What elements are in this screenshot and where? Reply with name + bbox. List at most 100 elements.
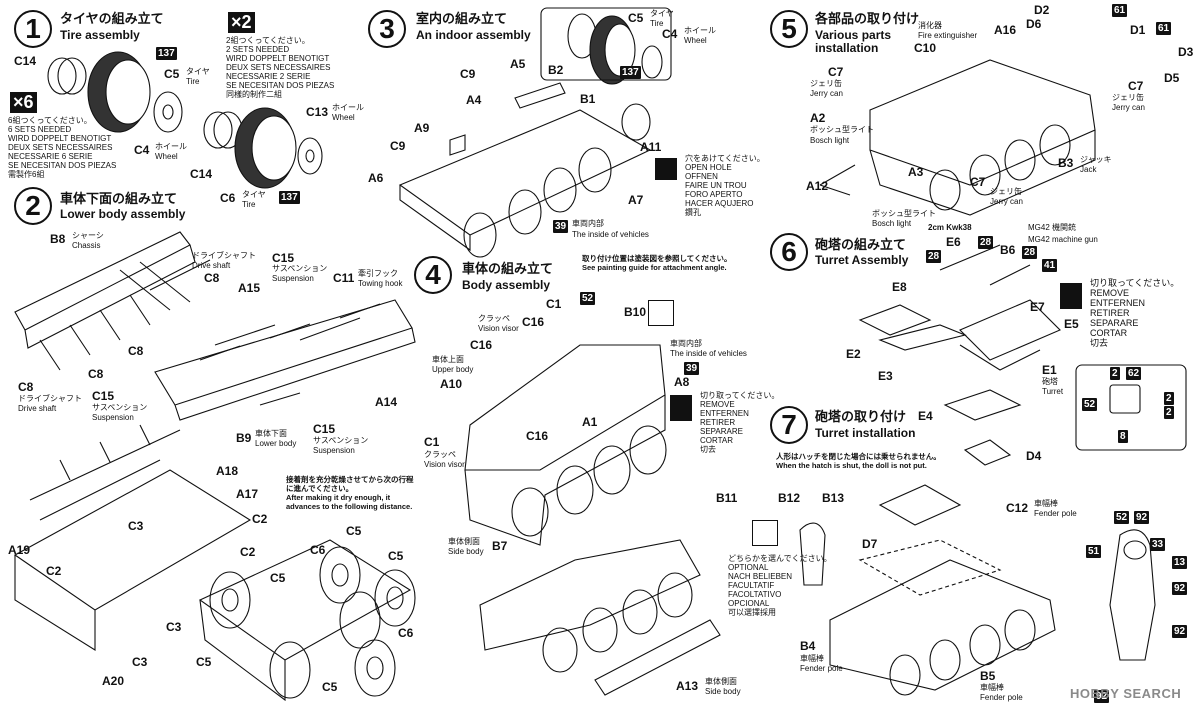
part-label-c3: C3	[132, 655, 148, 669]
part-label-c8: C8	[128, 344, 144, 358]
step-4-title-jp: 車体の組み立て	[462, 261, 554, 276]
part-desc-en: Fire extinguisher	[918, 31, 978, 40]
part-label-d1: D1	[1130, 23, 1146, 37]
paint-number-badge: 33	[1150, 538, 1166, 551]
paint-number-badge: 92	[1134, 511, 1150, 524]
part-label-c3: C3	[166, 620, 182, 634]
step-3-number: 3	[368, 10, 406, 48]
paint-number-badge: 52	[1114, 511, 1130, 524]
note-line: 取り付け位置は塗装図を参照してください。	[582, 254, 732, 263]
part-label-c6: C6	[220, 191, 236, 205]
step-6-digit: 6	[781, 236, 797, 267]
part-label-b6: B6	[1000, 243, 1016, 257]
step-3-title-en: An indoor assembly	[416, 28, 531, 42]
tire-assembly-drawing	[47, 51, 323, 189]
step-7-title-jp: 砲塔の取り付け	[815, 409, 907, 424]
part-label-c2: C2	[252, 512, 268, 526]
part-label-e4: E4	[918, 409, 933, 423]
paint-guide-note: 取り付け位置は塗装図を参照してください。 See painting guide …	[582, 254, 732, 272]
part-label-c15: C15	[272, 251, 295, 265]
paint-number-badge: 51	[1086, 545, 1102, 558]
part-desc-jp: 車体側面	[448, 537, 480, 546]
part-label-a6: A6	[368, 171, 384, 185]
step-7-digit: 7	[781, 409, 797, 440]
part-desc-en: Fender pole	[980, 693, 1023, 702]
part-label-b9: B9	[236, 431, 252, 445]
chassis-drawing	[13, 231, 416, 702]
part-label-c16: C16	[522, 315, 545, 329]
note-line: 可以選擇採用	[728, 607, 776, 617]
part-label-a18: A18	[216, 464, 239, 478]
part-label-c9: C9	[390, 139, 406, 153]
part-label-c2: C2	[46, 564, 62, 578]
note-line: See painting guide for attachment angle.	[582, 263, 727, 272]
part-label-a20: A20	[102, 674, 125, 688]
paint-number-badge: 28	[978, 236, 994, 249]
part-desc-jp: 砲塔	[1042, 377, 1058, 386]
part-label-c6: C6	[310, 543, 326, 557]
step-2-number: 2	[14, 187, 52, 225]
part-desc-jp: シャーシ	[72, 231, 104, 240]
note-line: DEUX SETS NECESSAIRES	[226, 62, 331, 72]
part-desc-en: Chassis	[72, 241, 101, 250]
part-desc-en: Wheel	[332, 113, 355, 122]
part-label-b7: B7	[492, 539, 508, 553]
part-label-a7: A7	[628, 193, 644, 207]
part-desc-jp: ホイール	[332, 103, 364, 112]
part-label-c5: C5	[388, 549, 404, 563]
part-label-a19: A19	[8, 543, 31, 557]
open-hole-note: 穴をあけてください。 OPEN HOLE OFFNEN FAIRE UN TRO…	[685, 154, 765, 218]
part-label-d7: D7	[862, 537, 878, 551]
part-desc-jp: ジェリ缶	[990, 187, 1022, 196]
part-label-c16: C16	[470, 338, 493, 352]
remove-note-step6: 切り取ってください。 REMOVE ENTFERNEN RETIRER SEPA…	[1090, 278, 1179, 349]
remove-icon	[1060, 283, 1082, 309]
note-line: SE NECESITAN DOS PIEZAS	[226, 80, 335, 90]
part-desc-en: Side body	[448, 547, 484, 556]
part-label-c15: C15	[313, 422, 336, 436]
step-5-digit: 5	[781, 13, 797, 44]
doll-hatch-note: 人形はハッチを閉じた場合には乗せられません。 When the hatch is…	[776, 452, 946, 470]
note-line: WIRD DOPPELT BENOTIGT	[8, 133, 112, 143]
part-label-c12: C12	[1006, 501, 1029, 515]
part-desc-en: Wheel	[684, 36, 707, 45]
part-desc-jp: クラッペ	[424, 450, 456, 459]
part-desc-jp: ドライブシャフト	[18, 394, 82, 403]
note-line: FAIRE UN TROU	[685, 180, 747, 190]
multiplier-x2: ×2	[228, 12, 255, 33]
part-desc-jp: 車幅棒	[980, 683, 1004, 692]
part-desc-en: Fender pole	[800, 664, 843, 673]
open-hole-icon	[655, 158, 677, 180]
note-line: WIRD DOPPELT BENOTIGT	[226, 53, 330, 63]
part-desc-jp: ドライブシャフト	[192, 251, 256, 260]
two-sets-note: 2組つくってください。 2 SETS NEEDED WIRD DOPPELT B…	[226, 36, 335, 100]
body-assembly-drawing	[464, 344, 721, 696]
note-line: OPEN HOLE	[685, 162, 732, 172]
part-label-e1: E1	[1042, 363, 1057, 377]
part-label-c8: C8	[204, 271, 220, 285]
part-desc-en: Jack	[1080, 165, 1097, 174]
note-line: CORTAR	[1090, 328, 1128, 339]
step-5-title-jp: 各部品の取り付け	[815, 11, 920, 26]
paint-number-badge: 8	[1118, 430, 1128, 443]
paint-number-badge: 61	[1112, 4, 1128, 17]
paint-number-badge: 61	[1156, 22, 1172, 35]
part-label-d6: D6	[1026, 17, 1042, 31]
part-label-c7: C7	[970, 175, 986, 189]
paint-number-badge: 52	[580, 292, 596, 305]
remove-icon	[670, 395, 692, 421]
note-line: CORTAR	[700, 435, 734, 445]
part-label-a15: A15	[238, 281, 261, 295]
part-desc-jp: タイヤ	[650, 9, 674, 18]
step-2-digit: 2	[25, 190, 41, 221]
part-label-a9: A9	[414, 121, 430, 135]
note-line: REMOVE	[700, 399, 735, 409]
part-desc-jp: 消化器	[918, 21, 942, 30]
part-label-b1: B1	[580, 92, 596, 106]
note-line: RETIRER	[1090, 308, 1130, 319]
paint-number-badge: 13	[1172, 556, 1188, 569]
part-label-a10: A10	[440, 377, 463, 391]
part-desc-jp: ジェリ缶	[810, 79, 842, 88]
note-line: 切り取ってください。	[1090, 278, 1180, 288]
